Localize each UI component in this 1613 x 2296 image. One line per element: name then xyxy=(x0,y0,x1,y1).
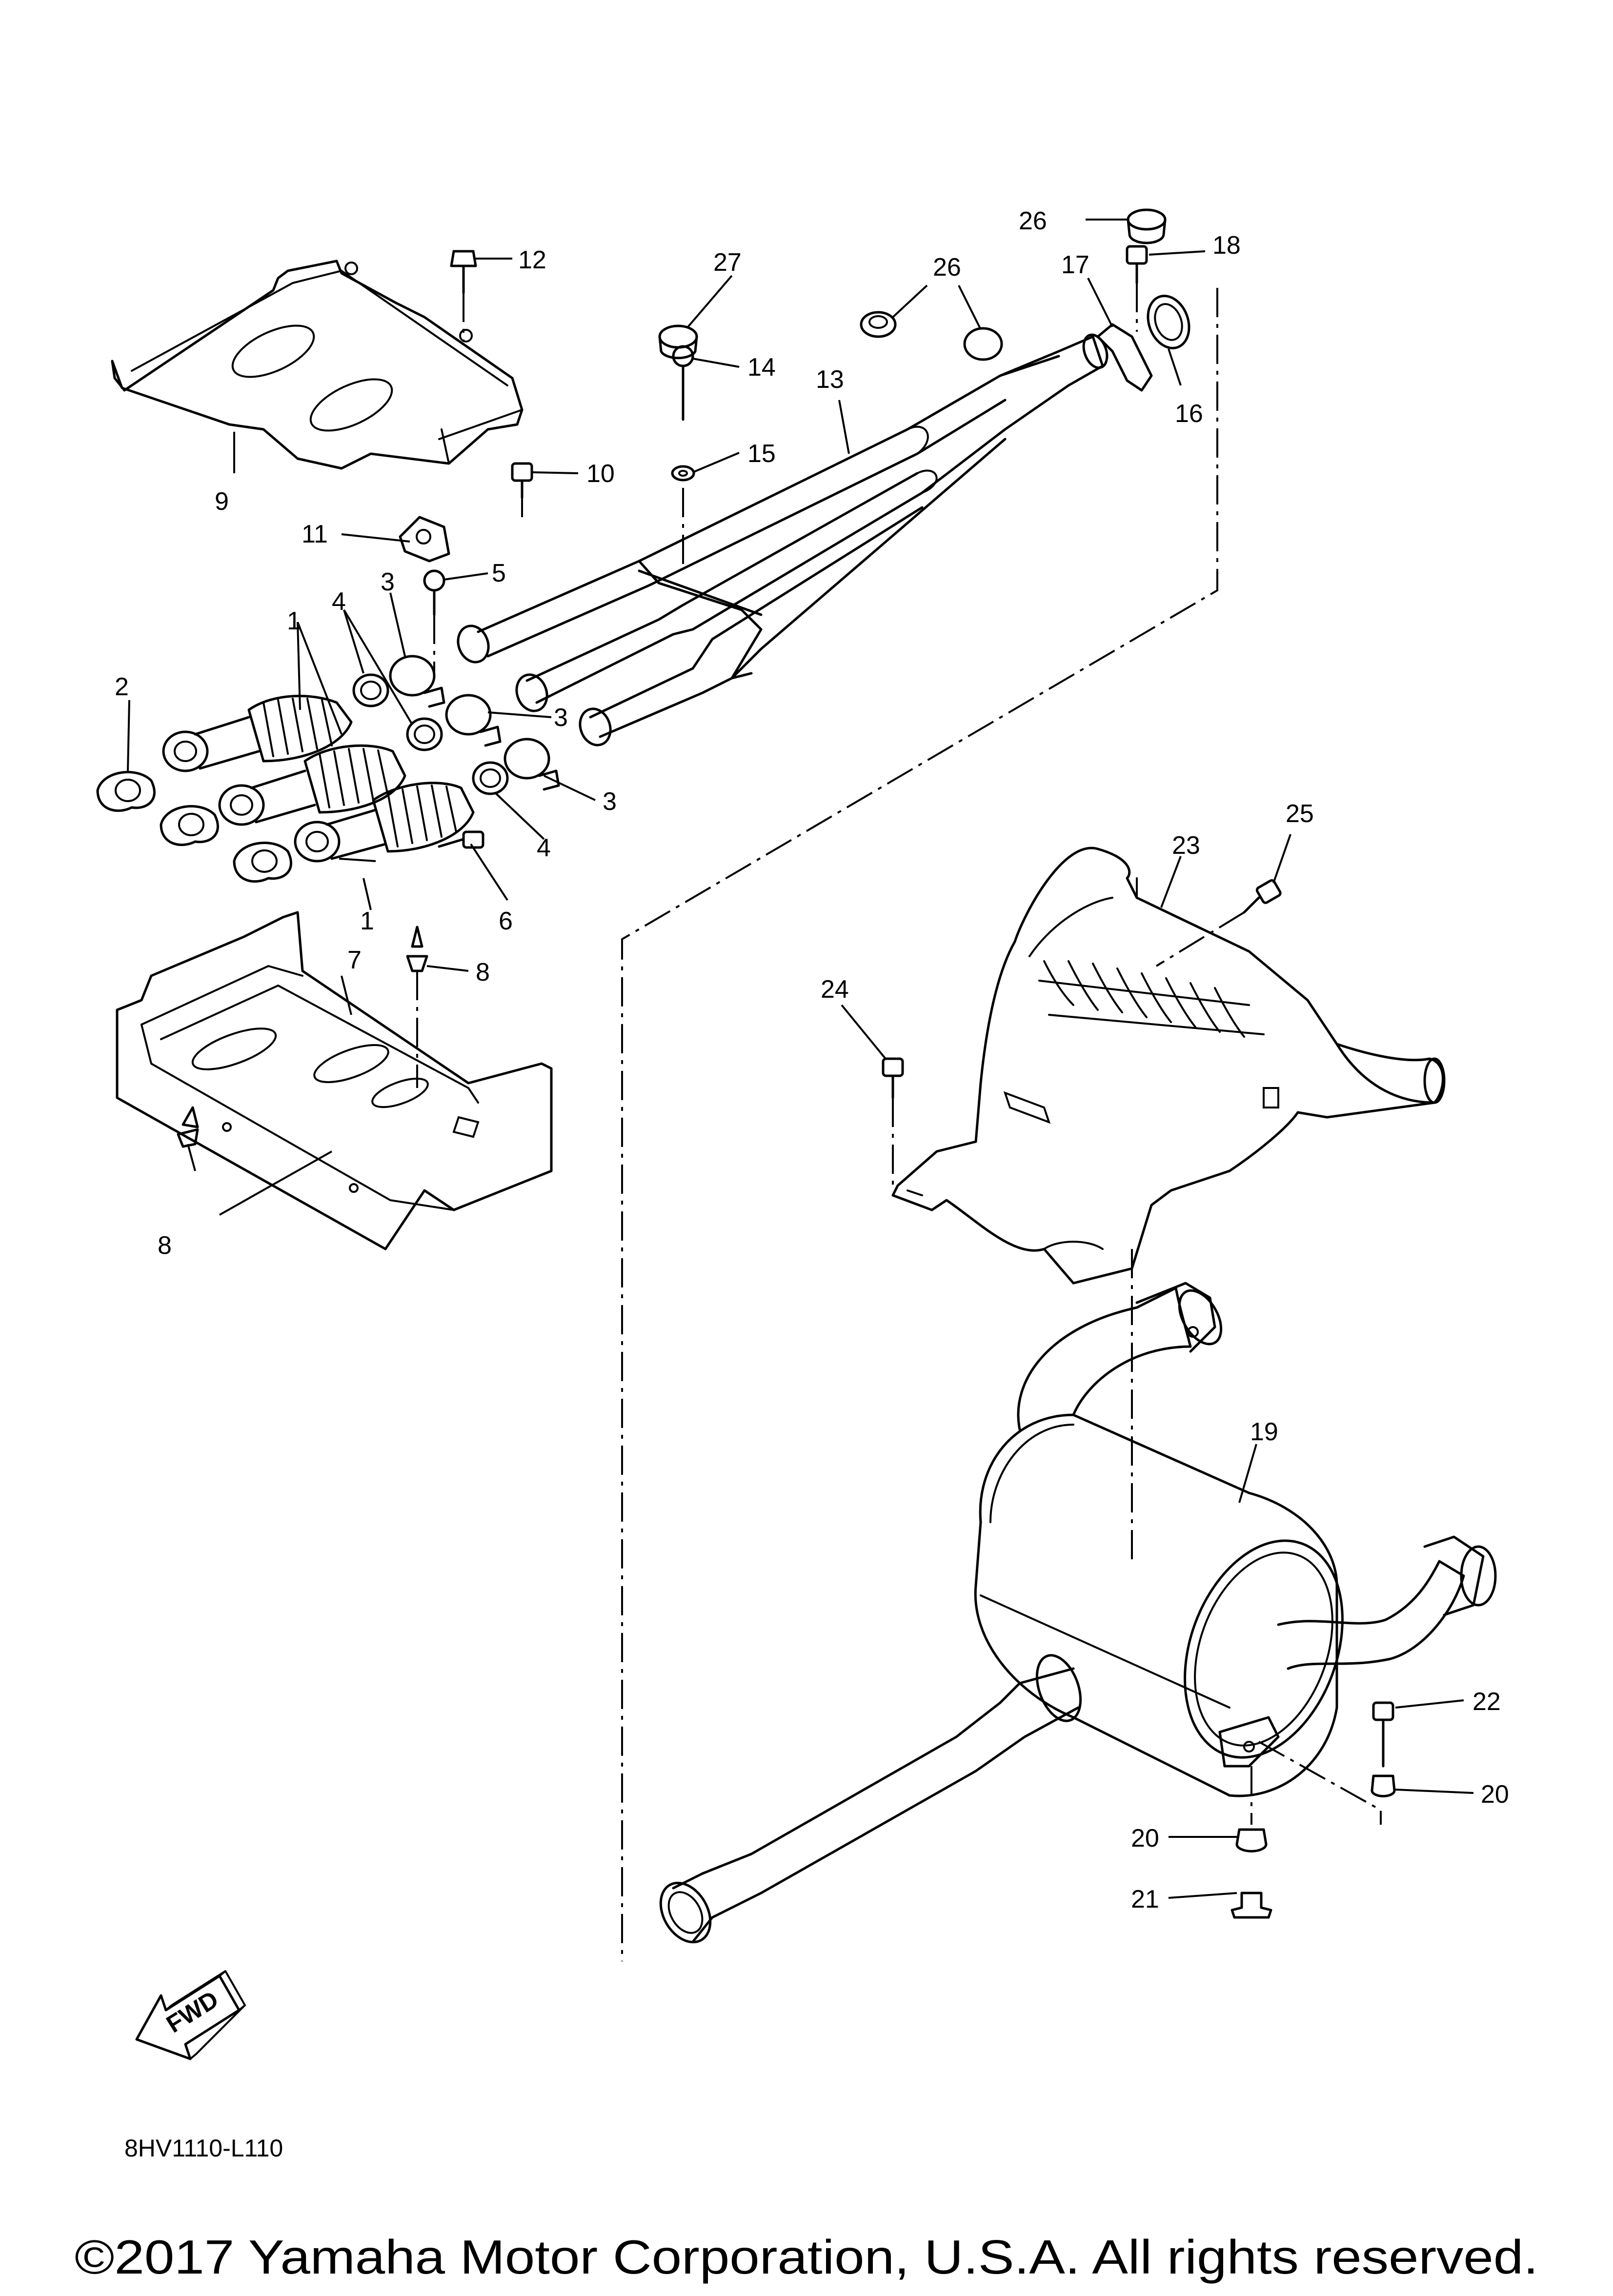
callout-8-bot: 8 xyxy=(158,1231,172,1260)
callout-4-top: 4 xyxy=(332,587,346,616)
callout-9: 9 xyxy=(215,487,229,516)
part-15-washer xyxy=(671,465,695,482)
part-14-bolt xyxy=(672,345,694,566)
callout-26-top: 26 xyxy=(1019,207,1047,235)
callout-10: 10 xyxy=(586,460,615,488)
part-17-bracket xyxy=(1096,323,1153,392)
part-21-collar xyxy=(1230,1892,1272,1919)
part-1-flex-joint xyxy=(162,694,475,863)
part-4-gasket-ring xyxy=(352,673,509,795)
part-3-clamp xyxy=(389,655,560,791)
callout-numbers: 26 18 12 27 26 17 14 13 16 15 10 9 11 5 … xyxy=(115,207,1509,1913)
drawing-code: 8HV1110-L110 xyxy=(124,2135,283,2162)
part-25-bolt xyxy=(1155,879,1282,967)
callout-21: 21 xyxy=(1131,1885,1159,1913)
part-23-muffler-protector xyxy=(891,846,1446,1285)
alignment-lines xyxy=(521,498,1382,1825)
leader-lines xyxy=(127,219,1474,1899)
callout-3-bot: 3 xyxy=(603,787,617,816)
copyright-notice: ©2017 Yamaha Motor Corporation, U.S.A. A… xyxy=(75,2230,1538,2284)
part-5-bolt xyxy=(423,569,445,673)
callout-20-left: 20 xyxy=(1131,1824,1159,1853)
part-27-cap xyxy=(658,324,698,360)
callout-16: 16 xyxy=(1175,400,1203,428)
callout-1-bot: 1 xyxy=(360,907,374,935)
callout-25: 25 xyxy=(1286,800,1314,828)
callout-13: 13 xyxy=(816,365,844,394)
callout-1-top: 1 xyxy=(287,607,301,635)
callout-27: 27 xyxy=(713,248,742,277)
part-24-bolt xyxy=(882,1057,904,1190)
callout-4-bot: 4 xyxy=(537,834,551,862)
callout-23: 23 xyxy=(1172,831,1200,860)
callout-24: 24 xyxy=(821,975,849,1004)
callout-2: 2 xyxy=(115,673,129,701)
callout-11: 11 xyxy=(302,520,328,548)
part-9-upper-heat-shield xyxy=(111,260,524,470)
callout-12: 12 xyxy=(518,246,546,274)
callout-22: 22 xyxy=(1472,1688,1501,1716)
part-26-grommet xyxy=(860,208,1167,361)
part-13-exhaust-pipe-assembly xyxy=(457,333,1109,746)
callout-17: 17 xyxy=(1061,251,1089,279)
callout-18: 18 xyxy=(1212,231,1241,260)
part-16-gasket xyxy=(1147,295,1190,349)
part-20-damper xyxy=(1235,1774,1396,1853)
part-2-gasket xyxy=(96,771,292,883)
part-19-muffler xyxy=(659,1282,1497,1944)
part-11-bracket xyxy=(399,516,450,563)
callout-20-right: 20 xyxy=(1481,1780,1509,1809)
callout-26: 26 xyxy=(933,253,961,282)
callout-5: 5 xyxy=(492,559,506,587)
part-12-bolt xyxy=(450,250,477,342)
callout-8-top: 8 xyxy=(476,958,490,987)
part-10-bolt xyxy=(511,462,533,499)
callout-3-top: 3 xyxy=(381,568,395,596)
callout-7: 7 xyxy=(347,946,362,974)
fwd-arrow-icon: FWD xyxy=(135,1970,246,2060)
callout-15: 15 xyxy=(747,440,776,468)
callout-3-mid: 3 xyxy=(554,704,568,732)
part-7-lower-heat-shield xyxy=(116,911,553,1250)
part-18-bolt xyxy=(1126,245,1148,332)
callout-19: 19 xyxy=(1250,1418,1278,1446)
callout-6: 6 xyxy=(499,907,513,935)
part-8-rivet xyxy=(177,926,428,1148)
reference-frame xyxy=(621,288,1218,1961)
callout-14: 14 xyxy=(747,353,776,382)
part-22-bolt xyxy=(1372,1701,1394,1768)
